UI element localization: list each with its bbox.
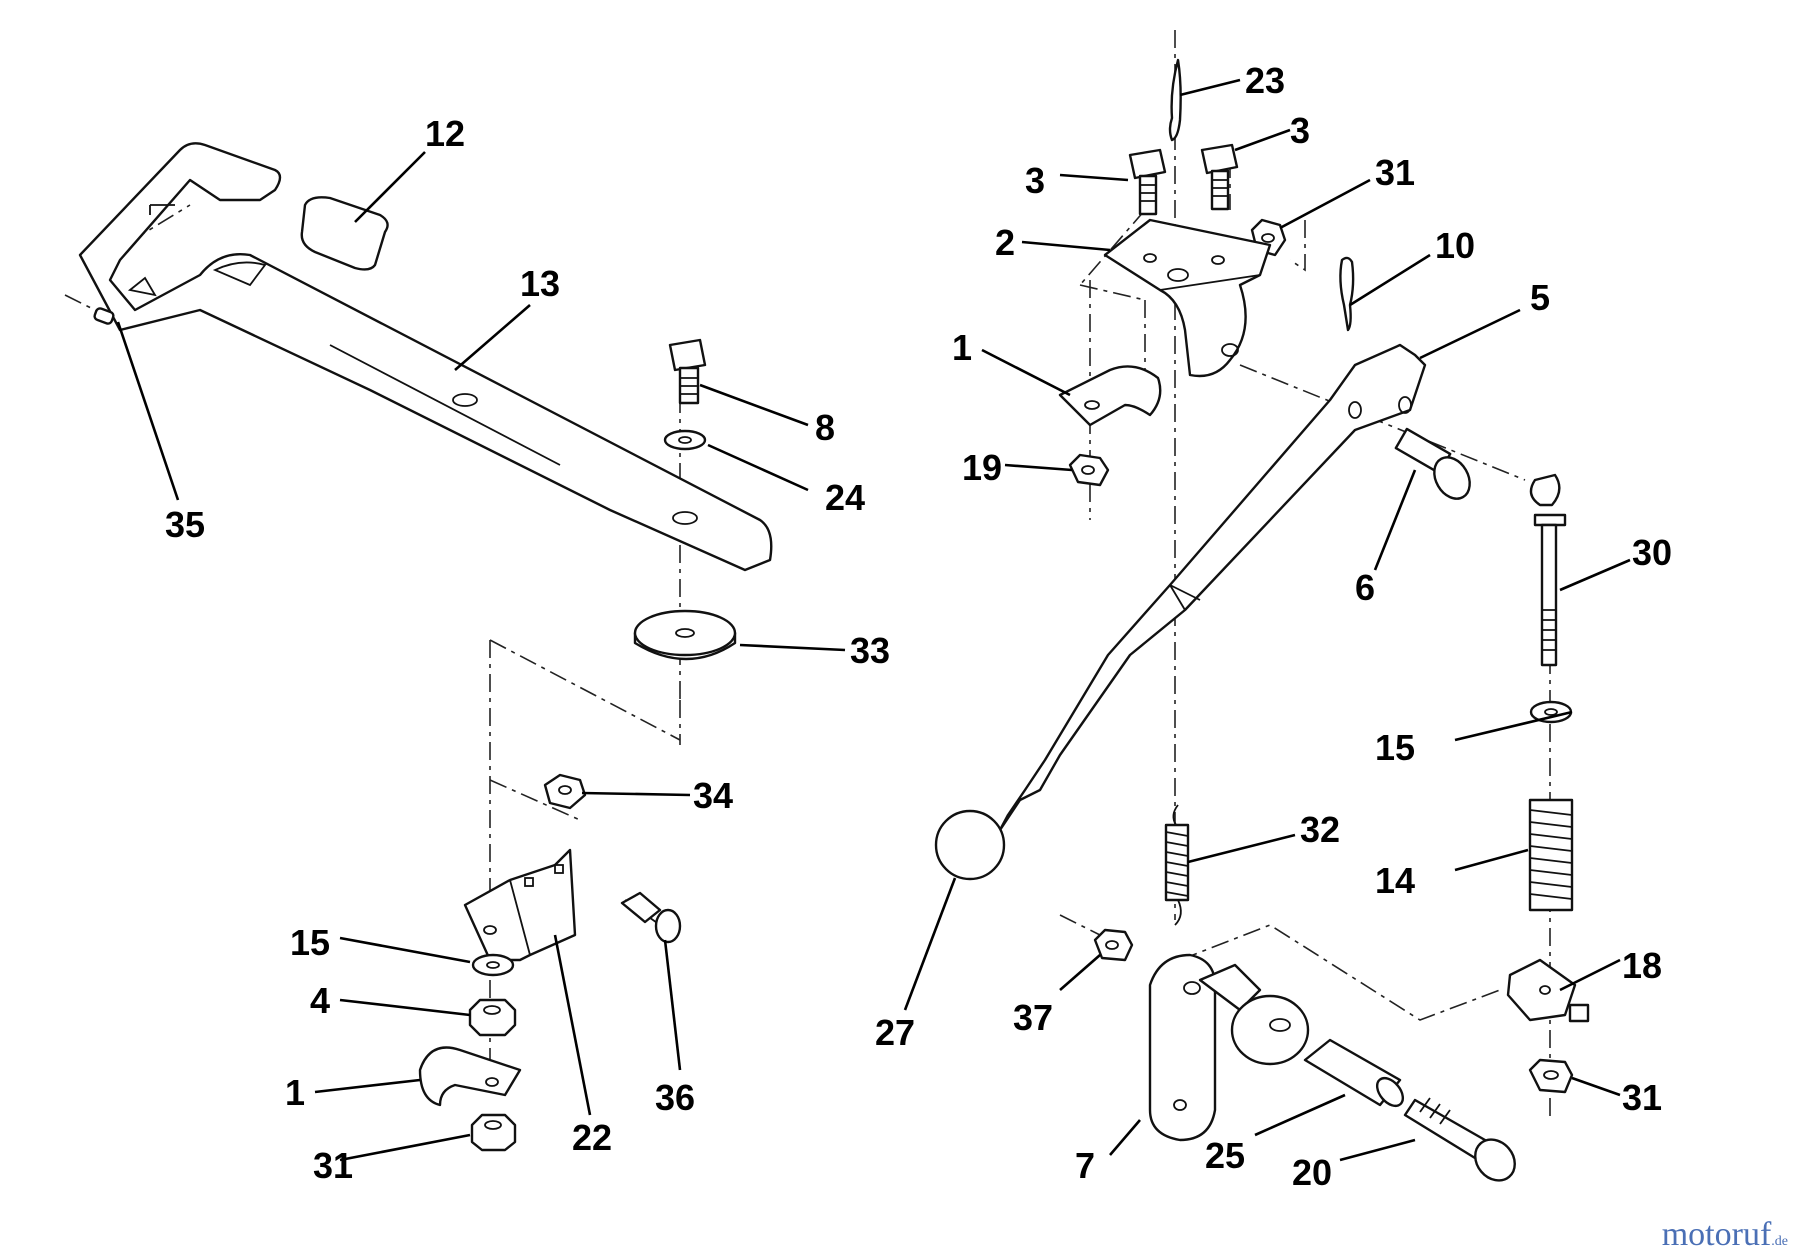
handle-bar-13 (78, 142, 773, 572)
callout-31-right: 31 (1622, 1077, 1662, 1118)
clip-1-left (418, 1046, 522, 1107)
assembly-lines (64, 30, 1551, 1120)
callout-27: 27 (875, 1012, 915, 1053)
nut-31-left (470, 1113, 517, 1152)
callout-25: 25 (1205, 1135, 1245, 1176)
arm-7 (1148, 953, 1217, 1142)
grip-12 (300, 196, 389, 271)
callout-37: 37 (1013, 997, 1053, 1038)
bolt-20 (1403, 1097, 1516, 1182)
callout-6: 6 (1355, 567, 1375, 608)
watermark-brand: motoruf (1661, 1216, 1772, 1253)
callout-24: 24 (825, 477, 865, 518)
callout-5: 5 (1530, 277, 1550, 318)
callout-31-left: 31 (313, 1145, 353, 1186)
callout-12: 12 (425, 113, 465, 154)
callout-22: 22 (572, 1117, 612, 1158)
callout-34: 34 (693, 775, 733, 816)
callout-31-top: 31 (1375, 152, 1415, 193)
bracket-22 (463, 848, 577, 962)
callout-15-right: 15 (1375, 727, 1415, 768)
callout-35: 35 (165, 504, 205, 545)
nut-34 (543, 773, 587, 810)
washer-15-right (1529, 700, 1573, 724)
pin-35 (93, 307, 115, 325)
callout-33: 33 (850, 630, 890, 671)
callout-10: 10 (1435, 225, 1475, 266)
nut-4 (468, 998, 517, 1037)
callout-15-left: 15 (290, 922, 330, 963)
clip-1-upper (1058, 365, 1162, 427)
lever-5 (998, 343, 1427, 832)
carriage-bolt-36 (620, 891, 682, 944)
callout-3-left: 3 (1025, 160, 1045, 201)
callout-36: 36 (655, 1077, 695, 1118)
cotter-pin-23 (1168, 58, 1182, 142)
washer-24 (663, 429, 707, 451)
callout-32: 32 (1300, 809, 1340, 850)
spacer-25 (1303, 1038, 1405, 1108)
callout-30: 30 (1632, 532, 1672, 573)
nut-37 (1093, 928, 1134, 962)
shaft-collar (1198, 963, 1310, 1066)
callout-20: 20 (1292, 1152, 1332, 1193)
watermark-tld: .de (1771, 1234, 1788, 1249)
bracket-2 (1103, 218, 1272, 378)
bolt-8 (668, 338, 707, 405)
bolt-3-left (1128, 148, 1167, 216)
washer-33 (633, 609, 737, 661)
bolt-3-right (1200, 143, 1239, 211)
leader-lines (116, 78, 1631, 1162)
callout-7: 7 (1075, 1145, 1095, 1186)
callout-labels: 12 13 35 8 24 33 34 15 4 1 31 22 36 23 3… (165, 60, 1672, 1193)
nut-31-right (1528, 1058, 1574, 1094)
callout-19: 19 (962, 447, 1002, 488)
cotter-pin-10 (1339, 256, 1355, 332)
callout-18: 18 (1622, 945, 1662, 986)
callout-1-left: 1 (285, 1072, 305, 1113)
knob-27 (934, 809, 1006, 881)
pivot-18 (1506, 958, 1590, 1023)
callout-14: 14 (1375, 860, 1415, 901)
callout-13: 13 (520, 263, 560, 304)
bolt-6 (1394, 427, 1471, 500)
eye-bolt-30 (1529, 473, 1567, 667)
callout-8: 8 (815, 407, 835, 448)
callout-3-right: 3 (1290, 110, 1310, 151)
callout-1-upper: 1 (952, 327, 972, 368)
spring-32 (1164, 804, 1190, 926)
watermark-logo[interactable]: motoruf.de (1662, 1216, 1788, 1254)
callout-2: 2 (995, 222, 1015, 263)
nut-19 (1068, 453, 1110, 487)
callout-4: 4 (310, 980, 330, 1021)
washer-15-left (471, 953, 515, 977)
callout-23: 23 (1245, 60, 1285, 101)
spring-14 (1528, 798, 1574, 912)
